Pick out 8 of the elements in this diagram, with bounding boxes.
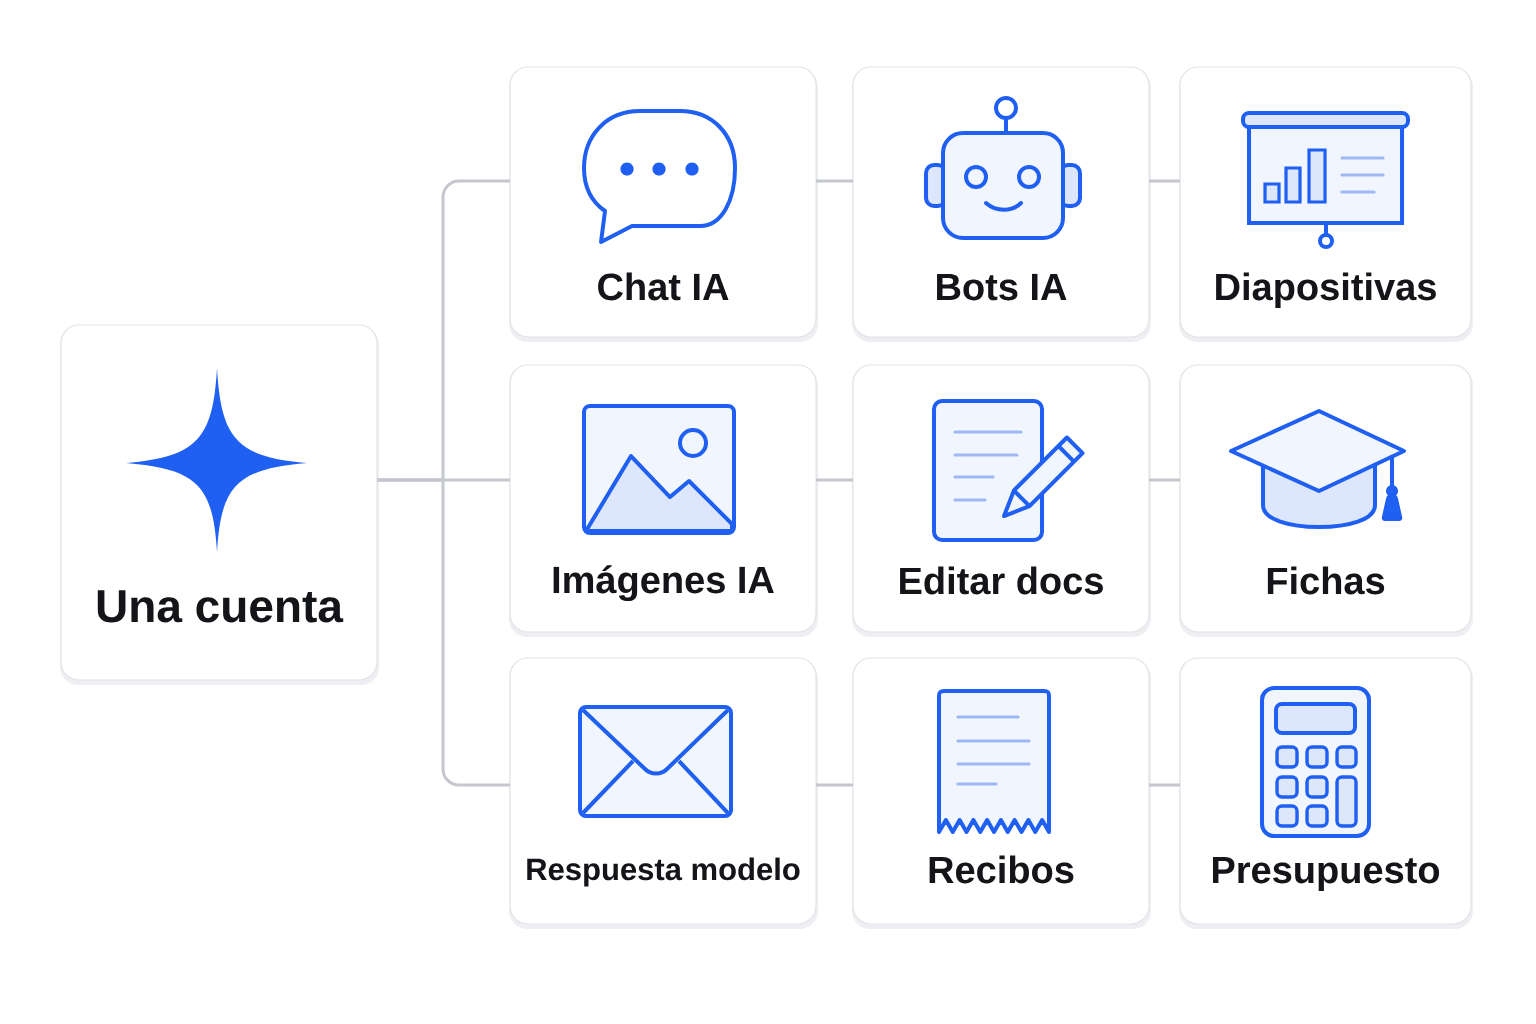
connector-line (377, 478, 510, 787)
connector-line (816, 478, 853, 482)
feature-card: Una cuenta (60, 324, 379, 685)
connector-line (1149, 179, 1180, 183)
connector-line (1149, 478, 1180, 482)
connector-line (1149, 783, 1180, 787)
connector-line (816, 783, 853, 787)
connector-line (816, 179, 853, 183)
